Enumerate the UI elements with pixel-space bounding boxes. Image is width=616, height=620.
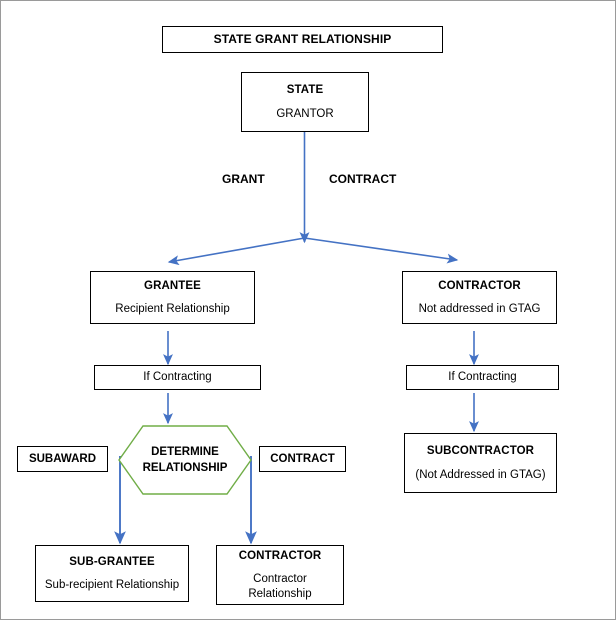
node-grantee-subtitle: Recipient Relationship xyxy=(115,303,230,315)
node-contractor-bottom-subtitle-line2: Relationship xyxy=(248,587,312,600)
node-subaward-label: SUBAWARD xyxy=(28,452,97,465)
connector-branch-to-grantee xyxy=(167,237,305,266)
node-sub-grantee-title: SUB-GRANTEE xyxy=(69,555,155,568)
node-contract-tag: CONTRACT xyxy=(259,446,346,472)
title-box: STATE GRANT RELATIONSHIP xyxy=(162,26,443,53)
node-contract-tag-label: CONTRACT xyxy=(270,452,335,465)
node-determine-relationship-line1: DETERMINE xyxy=(151,445,219,458)
node-state-title: STATE xyxy=(286,84,324,97)
node-subcontractor-subtitle: (Not Addressed in GTAG) xyxy=(415,468,546,481)
node-contractor-bottom-title: CONTRACTOR xyxy=(238,549,322,562)
node-if-contracting-left-label: If Contracting xyxy=(143,371,212,384)
title-box-label: STATE GRANT RELATIONSHIP xyxy=(213,32,392,46)
node-determine-relationship-text: DETERMINE RELATIONSHIP xyxy=(119,426,251,494)
node-contractor-bottom-subtitle-line1: Contractor xyxy=(253,573,307,586)
node-subaward: SUBAWARD xyxy=(17,446,108,472)
edge-label-grant: GRANT xyxy=(222,172,265,186)
node-state-subtitle: GRANTOR xyxy=(276,107,334,120)
node-if-contracting-right: If Contracting xyxy=(406,365,559,390)
node-contractor-top: CONTRACTOR Not addressed in GTAG xyxy=(402,271,557,324)
node-sub-grantee: SUB-GRANTEE Sub-recipient Relationship xyxy=(35,545,189,602)
node-contractor-top-title: CONTRACTOR xyxy=(438,279,521,292)
node-state: STATE GRANTOR xyxy=(241,72,369,132)
node-determine-relationship: DETERMINE RELATIONSHIP xyxy=(119,426,251,494)
node-contractor-top-subtitle: Not addressed in GTAG xyxy=(418,303,541,315)
node-subcontractor: SUBCONTRACTOR (Not Addressed in GTAG) xyxy=(404,433,557,493)
connector-branch-to-contractor xyxy=(304,237,459,264)
node-if-contracting-right-label: If Contracting xyxy=(448,371,517,384)
node-grantee-title: GRANTEE xyxy=(144,279,201,292)
node-if-contracting-left: If Contracting xyxy=(94,365,261,390)
node-sub-grantee-subtitle: Sub-recipient Relationship xyxy=(44,579,180,591)
edge-label-contract: CONTRACT xyxy=(329,172,397,186)
node-contractor-bottom: CONTRACTOR Contractor Relationship xyxy=(216,545,344,605)
node-subcontractor-title: SUBCONTRACTOR xyxy=(426,445,535,458)
node-determine-relationship-line2: RELATIONSHIP xyxy=(142,462,228,474)
node-grantee: GRANTEE Recipient Relationship xyxy=(90,271,255,324)
